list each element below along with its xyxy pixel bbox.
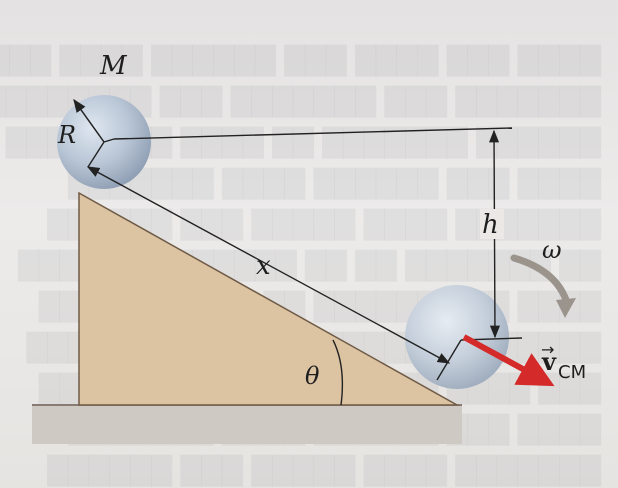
angle-label: θ — [305, 362, 320, 390]
velocity-subscript: CM — [558, 362, 586, 383]
height-label-bg — [480, 209, 504, 239]
distance-tick-start — [87, 141, 105, 168]
distance-tick-end — [436, 339, 462, 381]
incline-wedge — [78, 191, 460, 406]
angular-velocity-label: ω — [542, 236, 562, 264]
distance-label: x — [256, 251, 271, 281]
radius-label: R — [57, 121, 76, 149]
mass-label: M — [99, 51, 128, 81]
height-label: h — [482, 210, 499, 240]
rotation-arrowhead — [556, 298, 576, 318]
radius-line — [73, 98, 105, 143]
top-center-tick — [103, 138, 115, 143]
rotation-arrow — [510, 254, 570, 304]
velocity-symbol: v — [541, 347, 557, 376]
distance-arrow — [86, 166, 451, 364]
floor — [32, 404, 462, 444]
bottom-ball — [405, 285, 509, 389]
top-reference-line — [113, 127, 513, 140]
velocity-arrow — [462, 334, 555, 387]
velocity-accent: → — [541, 340, 554, 359]
